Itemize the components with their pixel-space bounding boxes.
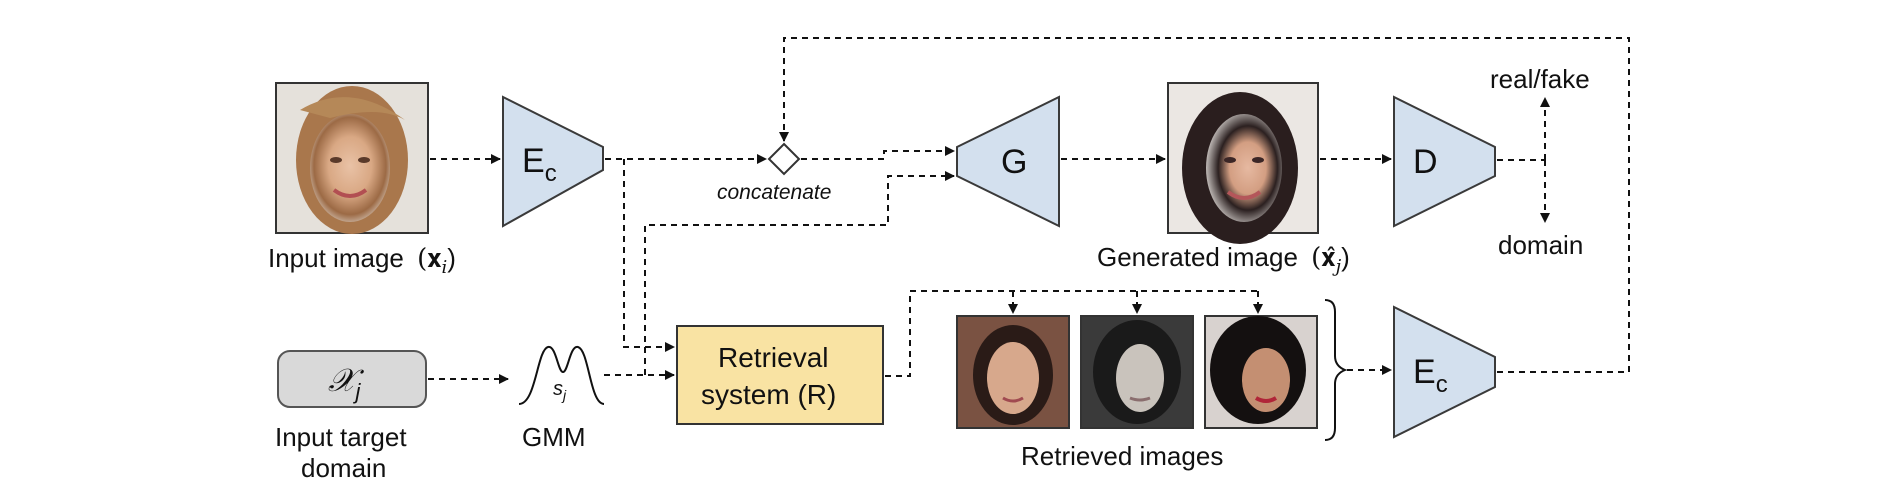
target-domain-box	[277, 350, 427, 408]
gmm-curve	[518, 346, 605, 405]
retrieval-system-box	[676, 325, 884, 425]
encoder-bottom-label: Ec	[1413, 353, 1448, 398]
gmm-symbol: sj	[553, 378, 567, 403]
input-image-label: Input image (𝐱i)	[268, 243, 456, 278]
generated-image	[1167, 82, 1319, 244]
encoder-top-block	[502, 95, 604, 228]
output-real-fake-label: real/fake	[1490, 64, 1590, 94]
generator-block	[956, 95, 1060, 228]
generated-image-label: Generated image (𝐱̂j)	[1097, 242, 1350, 277]
discriminator-block	[1393, 95, 1496, 228]
retrieved-image-1	[956, 315, 1070, 429]
arrow-encoder-to-retrieval	[623, 159, 675, 352]
retrieved-images-label: Retrieved images	[1021, 441, 1223, 471]
arrow-retrieval-to-images	[885, 290, 1258, 377]
retrieved-images-brace	[1324, 299, 1348, 441]
discriminator-label: D	[1413, 143, 1438, 181]
retrieval-line2: system (R)	[701, 379, 836, 410]
generator-label: G	[1001, 143, 1027, 181]
concatenate-node	[767, 142, 801, 176]
target-domain-label-line1: Input target	[275, 422, 407, 452]
encoder-bottom-block	[1393, 305, 1496, 439]
output-domain-label: domain	[1498, 230, 1583, 260]
arrow-gmm-to-generator	[644, 171, 955, 375]
retrieved-image-2	[1080, 315, 1194, 429]
concatenate-label: concatenate	[717, 181, 831, 204]
input-image	[275, 82, 429, 234]
arrow-encoder-loop-to-concat	[779, 37, 1630, 373]
target-domain-label-line2: domain	[301, 453, 386, 483]
gmm-label: GMM	[522, 422, 586, 452]
arrow-concat-to-generator	[801, 146, 955, 160]
retrieved-image-3	[1204, 315, 1318, 429]
connectors	[428, 37, 1630, 384]
retrieval-line1: Retrieval	[718, 342, 828, 373]
encoder-top-label: Ec	[522, 142, 557, 187]
